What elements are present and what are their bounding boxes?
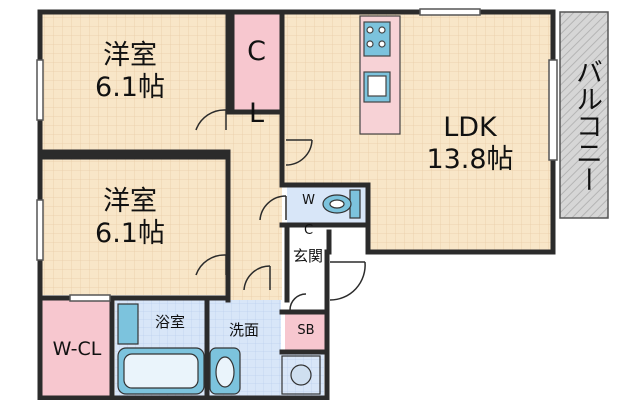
balcony-label: バルコニー bbox=[571, 58, 602, 193]
walls bbox=[37, 9, 556, 400]
western-room-1-name: 洋室 bbox=[103, 40, 157, 71]
kitchen-counter bbox=[359, 15, 401, 135]
balcony-floor bbox=[560, 12, 608, 218]
shoe-box-label: SB bbox=[297, 323, 315, 338]
ldk-label: LDK 13.8帖 bbox=[400, 112, 540, 177]
western-room-2-label: 洋室 6.1帖 bbox=[70, 186, 190, 251]
western-room-2-name: 洋室 bbox=[103, 186, 157, 217]
shoe-box-floor bbox=[285, 312, 327, 352]
closet-floor bbox=[232, 12, 280, 112]
washroom-label: 洗面 bbox=[228, 321, 259, 339]
toilet-fixture bbox=[322, 189, 361, 219]
western-room-1-label: 洋室 6.1帖 bbox=[70, 40, 190, 105]
windows bbox=[36, 8, 558, 302]
ldk-size: 13.8帖 bbox=[426, 144, 514, 176]
walk-in-closet-label: W-CL bbox=[52, 338, 102, 360]
bathtub-fixture bbox=[117, 303, 205, 395]
hallway-floor bbox=[228, 112, 282, 300]
door-swings bbox=[195, 109, 366, 311]
wash-basin-fixture bbox=[209, 347, 241, 395]
closet-label: C L bbox=[241, 36, 272, 129]
washing-machine-fixture bbox=[281, 355, 321, 395]
wc-label: W C bbox=[301, 193, 316, 238]
ldk-name: LDK bbox=[443, 112, 497, 143]
bathroom-label: 浴室 bbox=[154, 313, 185, 331]
ldk-floor bbox=[282, 12, 553, 252]
walk-in-closet-floor bbox=[40, 300, 112, 398]
entrance-label: 玄関 bbox=[292, 247, 323, 265]
western-room-1-size: 6.1帖 bbox=[95, 72, 165, 104]
western-room-2-size: 6.1帖 bbox=[95, 218, 165, 250]
